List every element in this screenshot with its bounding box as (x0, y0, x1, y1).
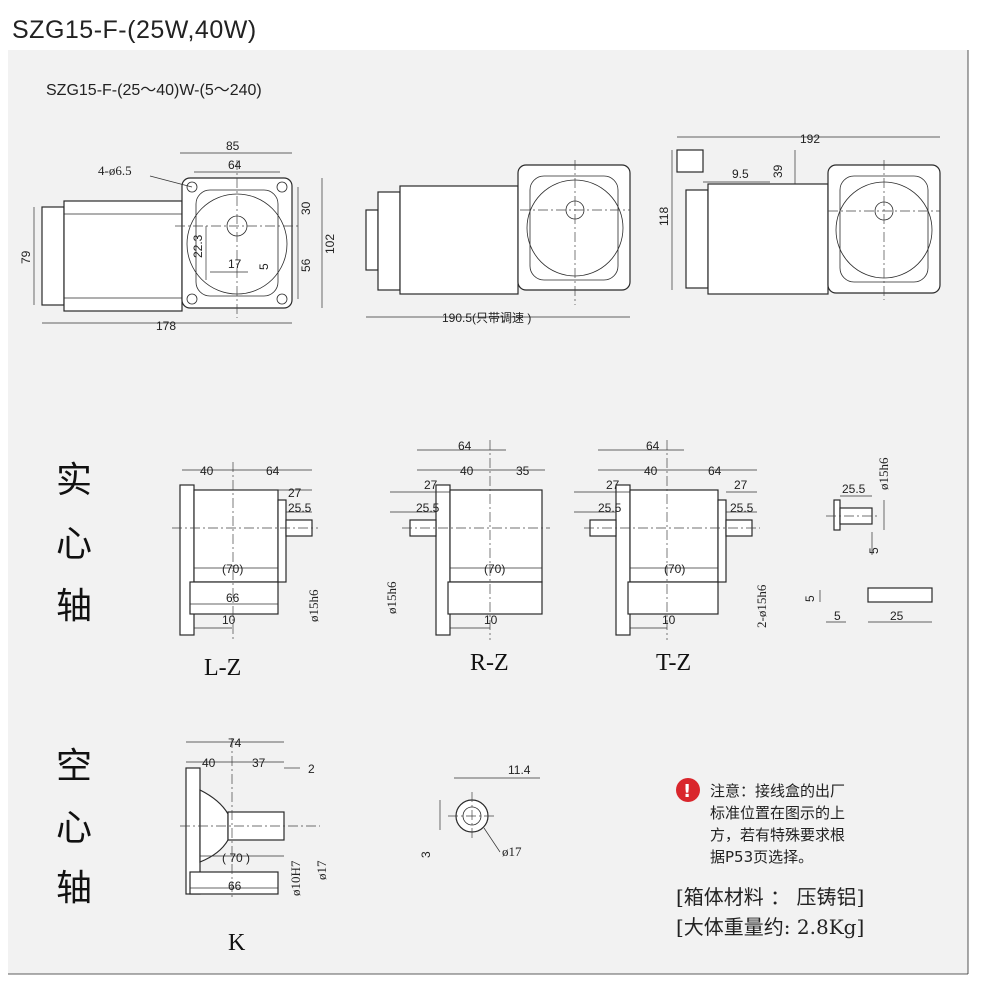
dim-label: 17 (228, 257, 242, 271)
dim-label: 10 (662, 613, 676, 627)
dim-label: 66 (226, 591, 240, 605)
dim-label: 11.4 (508, 763, 531, 777)
page-title: SZG15-F-(25W,40W) (12, 16, 257, 44)
label-char: 轴 (56, 868, 92, 909)
dim-label: ø17 (502, 844, 522, 859)
dim-label: 27 (424, 478, 438, 492)
dim-label: 5 (834, 609, 841, 623)
front-view: 85 64 30 22.3 102 17 5 56 79 178 4-ø6.5 (19, 139, 337, 333)
dim-label: ø10H7 (288, 860, 303, 896)
dim-label: (70) (484, 562, 505, 576)
dim-label: 25.5 (288, 501, 312, 515)
dim-label: 5 (257, 263, 271, 270)
tz-view: 64 27 40 64 27 25.5 25.5 (70) 10 2-ø15h6… (574, 439, 769, 676)
view-name: R-Z (470, 650, 509, 676)
notice-line: 据P53页选择。 (710, 848, 813, 866)
hollow-shaft-label: 空 心 轴 (56, 746, 92, 909)
terminal-box-view: 192 9.5 39 118 (657, 132, 941, 300)
dim-label: 190.5(只带调速 ) (442, 311, 531, 325)
dim-label: 66 (228, 879, 242, 893)
dim-label: ( 70 ) (222, 851, 250, 865)
dim-label: 37 (252, 756, 266, 770)
dim-label: 102 (323, 234, 337, 254)
dim-label: 35 (516, 464, 530, 478)
dim-label: 178 (156, 319, 176, 333)
dim-label: 2-ø15h6 (754, 584, 769, 628)
dim-label: 9.5 (732, 167, 749, 181)
dim-label: 10 (484, 613, 498, 627)
dim-label: 5 (803, 595, 817, 602)
dim-label: 64 (646, 439, 660, 453)
dim-label: 5 (867, 547, 881, 554)
rz-view: 64 27 40 35 25.5 (70) 10 ø15h6 R-Z (384, 439, 550, 676)
solid-shaft-label: 实 心 轴 (56, 460, 92, 627)
label-char: 心 (56, 524, 92, 565)
view-name: T-Z (656, 650, 691, 676)
dim-label: 27 (734, 478, 748, 492)
dim-label: 39 (771, 164, 785, 178)
hole-label: 4-ø6.5 (98, 163, 132, 178)
dim-label: 85 (226, 139, 240, 153)
dim-label: 25.5 (730, 501, 754, 515)
dim-label: 64 (266, 464, 280, 478)
dim-label: 25 (890, 609, 904, 623)
dim-label: (70) (222, 562, 243, 576)
dim-label: 27 (606, 478, 620, 492)
label-char: 空 (56, 746, 92, 787)
dim-label: 118 (657, 207, 671, 226)
dim-label: ø15h6 (384, 581, 399, 614)
dim-label: 22.3 (191, 234, 205, 258)
notice-line: 标准位置在图示的上 (710, 804, 845, 822)
dim-label: (70) (664, 562, 685, 576)
dim-label: 40 (644, 464, 658, 478)
dim-label: 25.5 (416, 501, 440, 515)
hollow-end-view: 11.4 3 ø17 (419, 763, 540, 859)
dim-label: 25.5 (598, 501, 622, 515)
spec-material: [箱体材料 ： 压铸铝] (676, 885, 864, 909)
specs: [箱体材料 ： 压铸铝] [大体重量约: 2.8Kg] (676, 885, 864, 939)
dim-label: ø17 (314, 860, 329, 880)
notice-line: 方，若有特殊要求根 (710, 826, 845, 844)
dim-label: 10 (222, 613, 236, 627)
dim-label: 2 (308, 762, 315, 776)
view-name: K (228, 930, 246, 956)
dim-label: 40 (460, 464, 474, 478)
dim-label: 64 (458, 439, 472, 453)
dim-label: 56 (299, 258, 313, 272)
label-char: 轴 (56, 586, 92, 627)
dim-label: 64 (708, 464, 722, 478)
dim-label: 27 (288, 486, 302, 500)
label-char: 心 (56, 808, 92, 849)
dim-label: 3 (419, 851, 433, 858)
dim-label: 192 (800, 132, 820, 146)
dim-label: 64 (228, 158, 242, 172)
view-name: L-Z (204, 655, 241, 681)
speed-control-view: 190.5(只带调速 ) (365, 160, 631, 325)
dim-label: 25.5 (842, 482, 866, 496)
label-char: 实 (56, 460, 92, 501)
spec-weight: [大体重量约: 2.8Kg] (676, 915, 864, 939)
k-view: 74 40 37 2 ( 70 ) 66 ø10H7 ø17 K (180, 736, 329, 956)
exclamation-glyph: ! (683, 781, 691, 802)
dim-label: 79 (19, 250, 33, 264)
dim-label: ø15h6 (876, 457, 891, 490)
drawing-subtitle: SZG15-F-(25～40)W-(5～240) (46, 82, 262, 99)
dim-label: 74 (228, 736, 242, 750)
notice-line: 注意：接线盒的出厂 (710, 782, 845, 800)
dim-label: 40 (200, 464, 214, 478)
exclamation-icon (676, 778, 700, 802)
dim-label: 40 (202, 756, 216, 770)
key-detail: 25.5 ø15h6 5 5 5 25 (803, 457, 933, 623)
notice: ! 注意：接线盒的出厂 标准位置在图示的上 方，若有特殊要求根 据P53页选择。 (676, 778, 845, 866)
lz-view: 40 64 27 25.5 (70) 66 10 ø15h6 L-Z (172, 462, 321, 681)
dim-label: ø15h6 (306, 589, 321, 622)
dim-label: 30 (299, 201, 313, 215)
